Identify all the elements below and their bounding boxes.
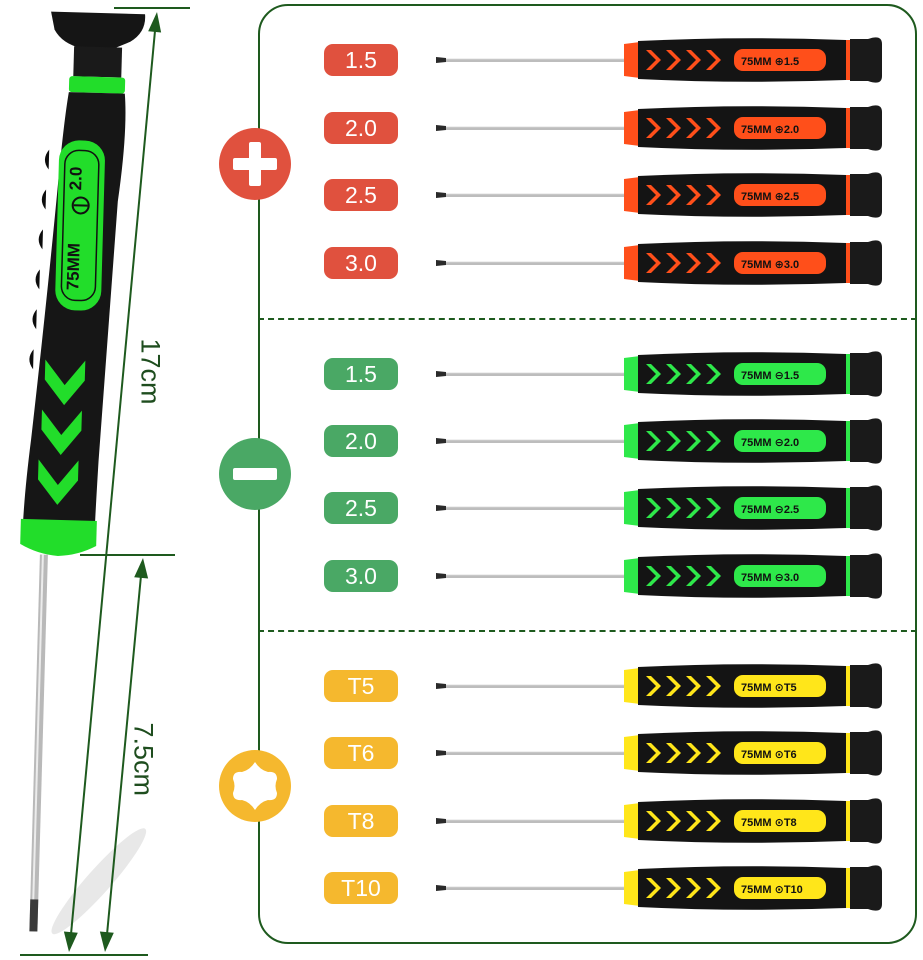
handle-label: 75MM ⊙T8 bbox=[741, 817, 797, 829]
chevron-grip bbox=[38, 359, 86, 505]
handle-label: 75MM ⊙T6 bbox=[741, 749, 797, 761]
handle-label: 75MM ⊕1.5 bbox=[741, 56, 799, 68]
size-badge-torx: T8 bbox=[324, 805, 398, 837]
size-badge-torx: T6 bbox=[324, 737, 398, 769]
screwdriver-phillips: 75MM ⊕1.5 bbox=[436, 37, 882, 83]
screwdriver-phillips: 75MM ⊕2.0 bbox=[436, 105, 882, 151]
torx-star-icon bbox=[219, 750, 291, 822]
handle-label: 75MM ⊕3.0 bbox=[741, 259, 799, 271]
group-divider bbox=[258, 318, 917, 320]
screwdriver-slotted: 75MM ⊖2.0 bbox=[436, 418, 882, 464]
handle-label: 75MM ⊖1.5 bbox=[741, 370, 799, 382]
size-badge-torx: T5 bbox=[324, 670, 398, 702]
screwdriver-torx: 75MM ⊙T5 bbox=[436, 663, 882, 709]
big-handle-text: 75MM bbox=[63, 243, 83, 291]
screwdriver-torx: 75MM ⊙T6 bbox=[436, 730, 882, 776]
size-badge-slotted: 3.0 bbox=[324, 560, 398, 592]
size-badge-torx: T10 bbox=[324, 872, 398, 904]
group-divider bbox=[258, 630, 917, 632]
size-badge-phillips: 2.5 bbox=[324, 179, 398, 211]
handle-label: 75MM ⊖2.5 bbox=[741, 504, 799, 516]
size-badge-slotted: 1.5 bbox=[324, 358, 398, 390]
size-badge-slotted: 2.5 bbox=[324, 492, 398, 524]
handle-label: 75MM ⊖3.0 bbox=[741, 572, 799, 584]
slotted-icon bbox=[71, 196, 90, 215]
size-badge-phillips: 2.0 bbox=[324, 112, 398, 144]
large-screwdriver: 75MM 2.0 bbox=[20, 11, 147, 935]
handle-label: 75MM ⊕2.5 bbox=[741, 191, 799, 203]
handle-label: 75MM ⊕2.0 bbox=[741, 124, 799, 136]
size-badge-slotted: 2.0 bbox=[324, 425, 398, 457]
handle-label: 75MM ⊖2.0 bbox=[741, 437, 799, 449]
screwdriver-torx: 75MM ⊙T10 bbox=[436, 865, 882, 911]
handle-label: 75MM ⊙T5 bbox=[741, 682, 797, 694]
size-badge-phillips: 3.0 bbox=[324, 247, 398, 279]
screwdriver-slotted: 75MM ⊖2.5 bbox=[436, 485, 882, 531]
dimension-lines bbox=[20, 7, 190, 956]
size-badge-phillips: 1.5 bbox=[324, 44, 398, 76]
slotted-minus-icon bbox=[219, 438, 291, 510]
phillips-cross-icon bbox=[219, 128, 291, 200]
handle-label: 75MM ⊙T10 bbox=[741, 884, 803, 896]
screwdriver-torx: 75MM ⊙T8 bbox=[436, 798, 882, 844]
screwdriver-phillips: 75MM ⊕3.0 bbox=[436, 240, 882, 286]
screwdriver-slotted: 75MM ⊖3.0 bbox=[436, 553, 882, 599]
big-tip-label: 2.0 bbox=[66, 166, 86, 190]
screwdriver-phillips: 75MM ⊕2.5 bbox=[436, 172, 882, 218]
screwdriver-slotted: 75MM ⊖1.5 bbox=[436, 351, 882, 397]
